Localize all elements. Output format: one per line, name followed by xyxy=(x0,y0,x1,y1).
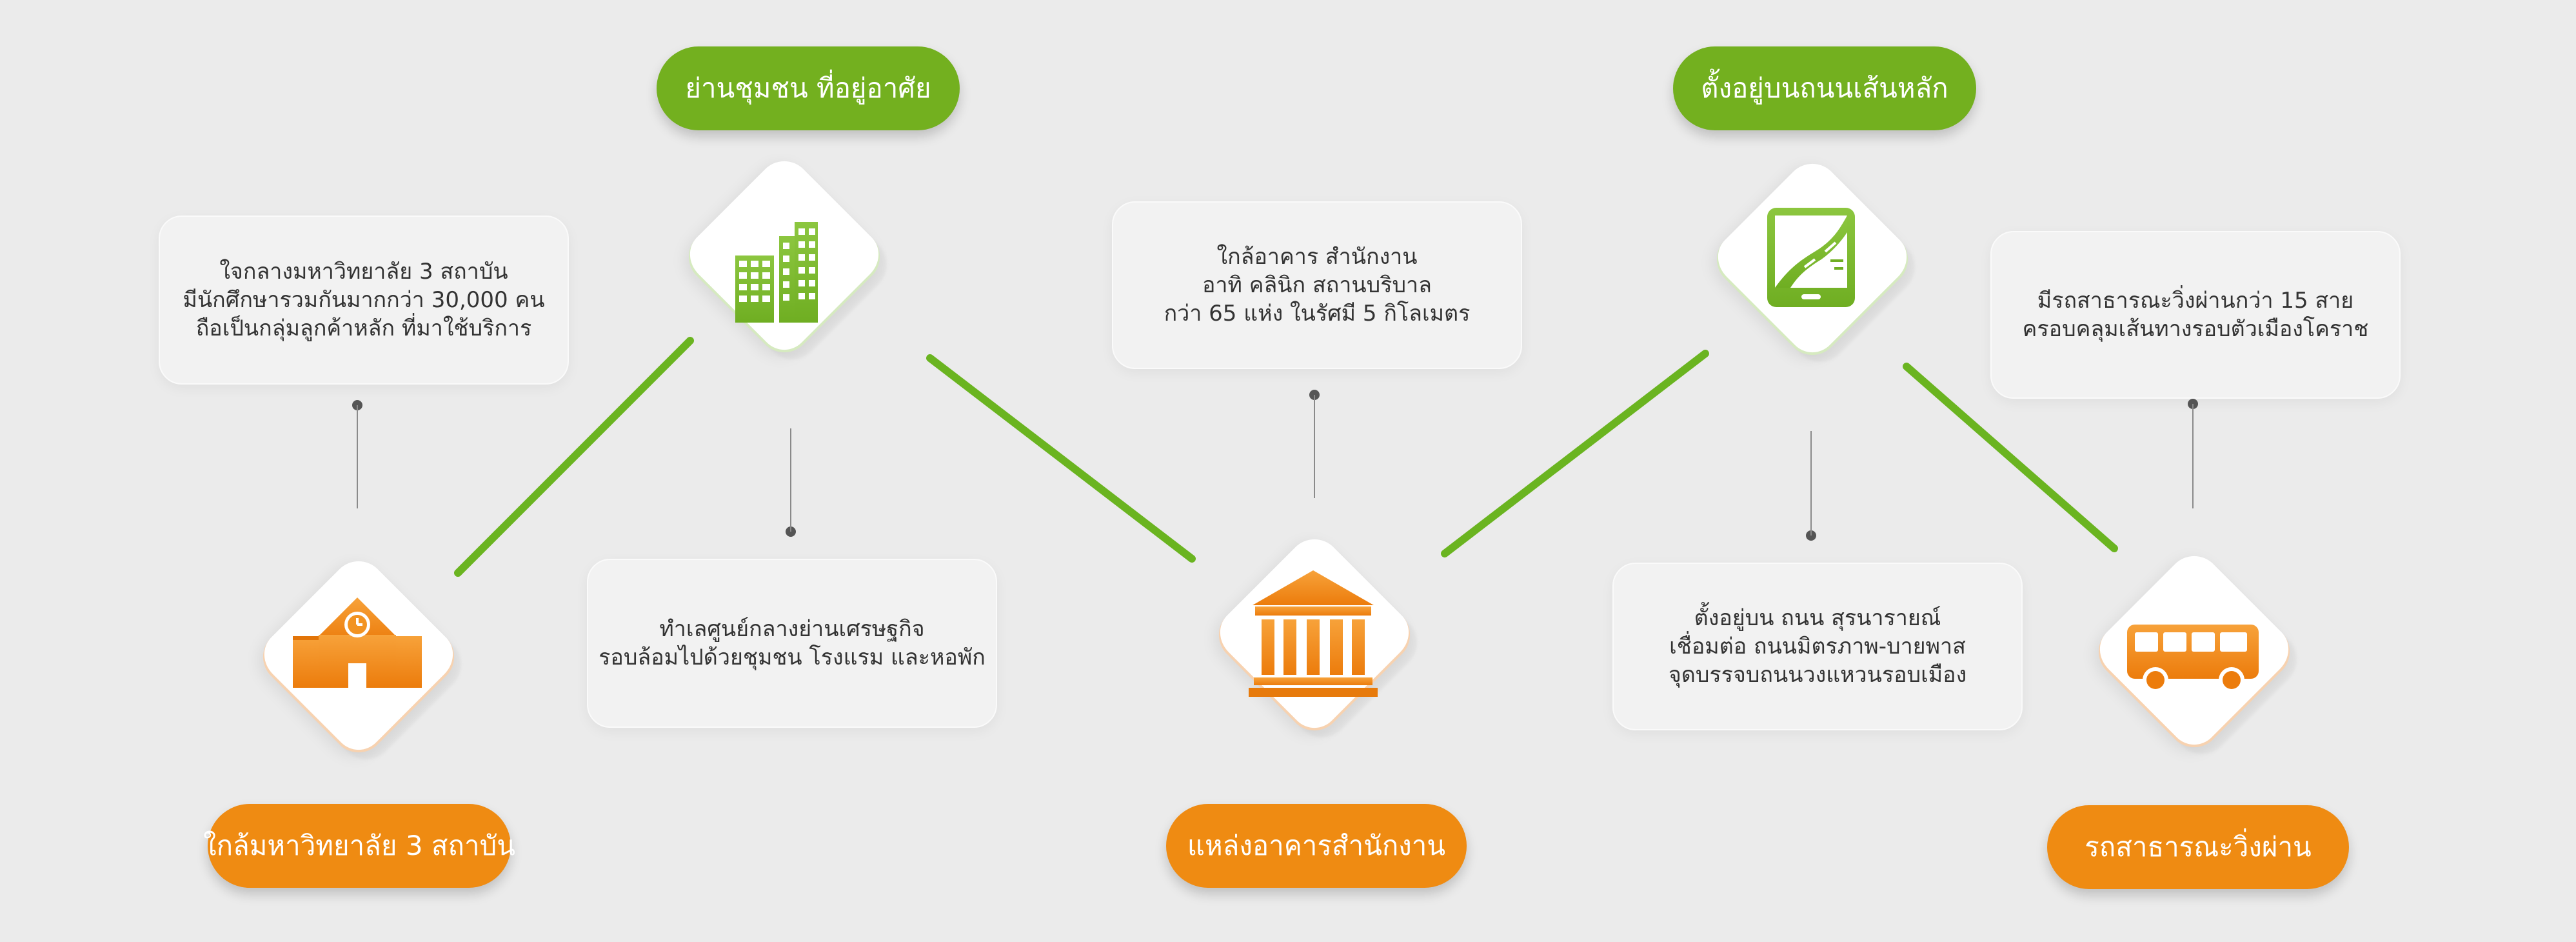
pointer-line xyxy=(1314,395,1315,498)
bus-icon xyxy=(2127,625,2259,693)
card-line: จุดบรรจบถนนวงแหวนรอบเมือง xyxy=(1668,662,1967,688)
pointer-dot xyxy=(786,526,796,537)
card-universities: ใจกลางมหาวิทยาลัย 3 สถาบัน มีนักศึกษารวม… xyxy=(159,215,569,385)
pointer-line xyxy=(1810,431,1812,536)
connector-line xyxy=(926,354,1196,563)
card-offices: ใกล้อาคาร สำนักงาน อาทิ คลินิก สถานบริบา… xyxy=(1112,201,1522,369)
label-universities: ใกล้มหาวิทยาลัย 3 สถาบัน xyxy=(203,804,515,888)
government-building-diamond xyxy=(1207,528,1429,749)
bus-diamond xyxy=(2087,545,2308,766)
card-community: ทำเลศูนย์กลางย่านเศรษฐกิจ รอบล้อมไปด้วยช… xyxy=(587,559,997,728)
pointer-line xyxy=(2192,404,2194,508)
connector-line xyxy=(1903,363,2118,552)
card-line: กว่า 65 แห่ง ในรัศมี 5 กิโลเมตร xyxy=(1164,301,1471,326)
card-transit: มีรถสาธารณะวิ่งผ่านกว่า 15 สาย ครอบคลุมเ… xyxy=(1990,231,2401,399)
label-community: ย่านชุมชน ที่อยู่อาศัย xyxy=(657,46,960,130)
pointer-line xyxy=(357,405,358,508)
pointer-dot xyxy=(1806,530,1816,541)
buildings-icon xyxy=(735,222,818,323)
card-line: รอบล้อมไปด้วยชุมชน โรงแรม และหอพัก xyxy=(599,645,986,670)
road-map-icon xyxy=(1767,208,1855,307)
card-line: มีรถสาธารณะวิ่งผ่านกว่า 15 สาย xyxy=(2037,288,2354,314)
government-building-icon xyxy=(1249,570,1378,697)
card-line: ตั้งอยู่บน ถนน สุรนารายณ์ xyxy=(1694,605,1941,631)
label-main-road: ตั้งอยู่บนถนนเส้นหลัก xyxy=(1673,46,1976,130)
pointer-line xyxy=(790,428,791,532)
card-main-road: ตั้งอยู่บน ถนน สุรนารายณ์ เชื่อมต่อ ถนนม… xyxy=(1612,563,2023,730)
road-map-diamond xyxy=(1705,152,1927,374)
card-line: ถือเป็นกลุ่มลูกค้าหลัก ที่มาใช้บริการ xyxy=(195,316,532,341)
buildings-diamond xyxy=(677,150,898,371)
school-diamond xyxy=(252,550,473,771)
card-line: เชื่อมต่อ ถนนมิตรภาพ-บายพาส xyxy=(1669,634,1966,659)
card-line: ครอบคลุมเส้นทางรอบตัวเมืองโคราช xyxy=(2022,316,2369,342)
label-transit: รถสาธารณะวิ่งผ่าน xyxy=(2047,805,2349,889)
connector-line xyxy=(454,337,694,577)
card-line: มีนักศึกษารวมกันมากกว่า 30,000 คน xyxy=(183,287,545,313)
label-offices: แหล่งอาคารสำนักงาน xyxy=(1166,804,1467,888)
school-icon xyxy=(293,597,422,688)
card-line: ใกล้อาคาร สำนักงาน xyxy=(1216,244,1418,270)
card-line: ใจกลางมหาวิทยาลัย 3 สถาบัน xyxy=(219,259,508,285)
connector-line xyxy=(1441,350,1709,557)
card-line: อาทิ คลินิก สถานบริบาล xyxy=(1202,272,1432,298)
card-line: ทำเลศูนย์กลางย่านเศรษฐกิจ xyxy=(659,616,925,642)
